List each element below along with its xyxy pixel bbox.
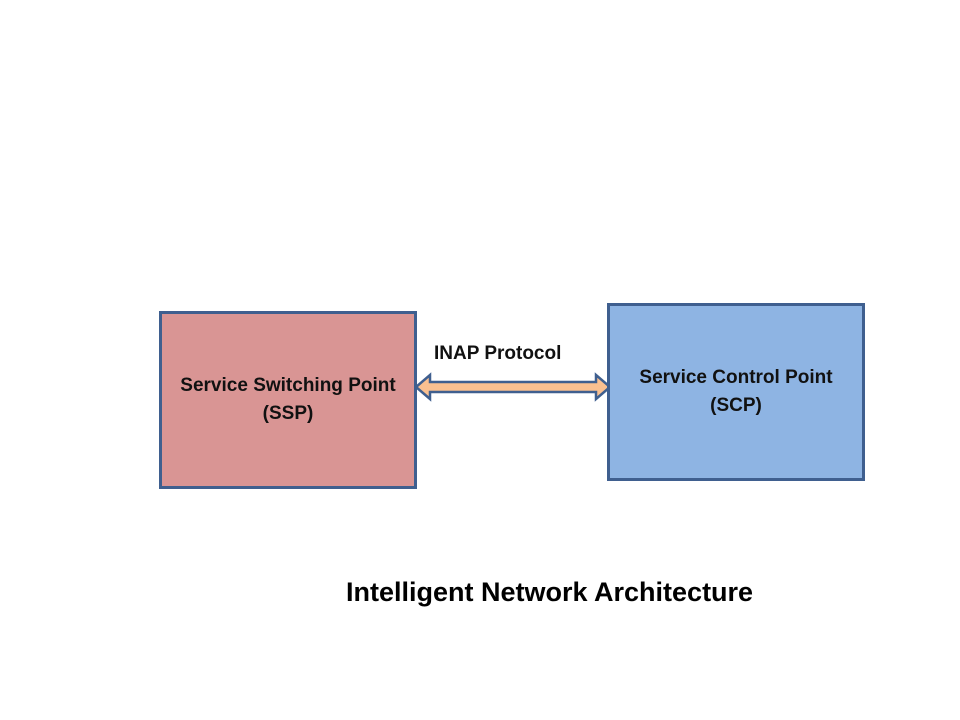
arrow-shape [414,372,612,402]
inap-protocol-label: INAP Protocol [434,343,562,364]
ssp-abbr: (SSP) [262,403,314,424]
bidirectional-arrow-icon [414,372,612,402]
ssp-name: Service Switching Point [180,375,396,396]
scp-node: Service Control Point (SCP) [607,303,865,481]
scp-abbr: (SCP) [710,395,762,416]
scp-name: Service Control Point [639,367,833,388]
diagram-title: Intelligent Network Architecture [346,577,754,607]
ssp-node: Service Switching Point (SSP) [159,311,417,489]
